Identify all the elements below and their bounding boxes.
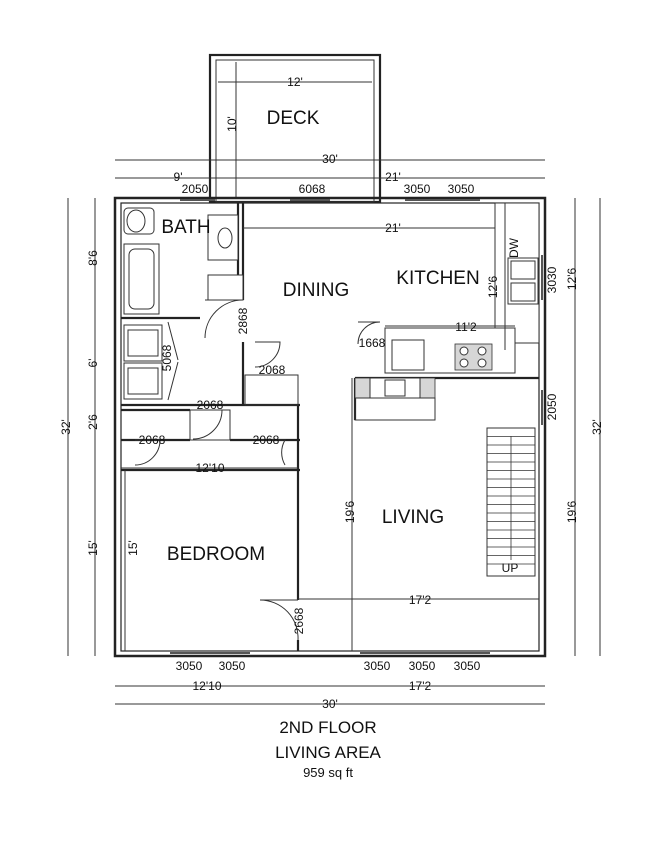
window-top-bath: 2050 [182,182,209,196]
window-top-2: 3050 [448,182,475,196]
room-label-deck: DECK [267,108,320,129]
kitchen-fixtures [354,202,540,421]
bedroom-door-swing [259,599,299,641]
stairs [486,427,536,577]
dim-dining-width: 21' [385,221,401,235]
bed-closet-door-swing [134,439,161,466]
dim-right-upper: 12'6 [565,268,579,291]
linen-cabinet [207,274,244,301]
dim-bottom-left: 12'10 [193,679,222,693]
dim-overall-top: 30' [322,152,338,166]
dim-deck-width: 12' [287,75,303,89]
deck [208,53,382,204]
dim-kitchen-depth: 12'6 [486,276,500,299]
exterior-walls [113,196,547,658]
bath-fixtures [123,207,244,315]
range-icon [454,343,493,371]
room-label-bedroom: BEDROOM [167,544,265,565]
window-kitchen-right: 3030 [545,266,559,293]
door-hall: 2068 [259,363,286,377]
window-top-1: 3050 [404,182,431,196]
hall-door-swing-2 [192,409,223,440]
room-label-living: LIVING [382,507,444,528]
window-bottom-2: 3050 [219,659,246,673]
dim-right-overall: 32' [590,419,604,435]
dimension-lines [67,159,601,705]
window-bottom-1: 3050 [176,659,203,673]
dim-left-bedroom: 15' [86,540,100,556]
dim-kitchen-counter: 11'2 [455,320,477,334]
dining-door-swing [204,299,244,339]
deck-railing [215,59,375,203]
kitchen-sink-icon [507,257,539,305]
plan-title: 2ND FLOOR [279,718,376,737]
room-label-kitchen: KITCHEN [396,268,479,289]
window-bottom-4: 3050 [409,659,436,673]
dim-left-laundry: 6' [86,359,100,368]
dim-left-hall: 2'6 [86,414,100,430]
door-bed-1: 2068 [139,433,166,447]
dim-deck-depth: 10' [225,116,239,132]
doors [134,299,381,641]
window-bottom-3: 3050 [364,659,391,673]
dryer-icon [123,362,163,400]
dim-overall-bottom: 30' [322,697,338,711]
windows [170,199,543,654]
stair-up-label: UP [502,561,519,575]
door-laundry: 5068 [160,344,174,371]
fridge-icon [391,339,425,371]
dim-bedroom-width: 12'10 [196,461,225,475]
door-top-slider: 6068 [299,182,326,196]
dim-top-left: 9' [174,170,183,184]
dim-bedroom-height: 15' [126,540,140,556]
bathtub-icon [123,243,160,315]
dim-bottom-right: 17'2 [409,679,432,693]
room-label-bath: BATH [161,217,210,238]
dim-right-lower: 19'6 [565,501,579,524]
door-pantry: 1668 [359,336,386,350]
window-living-right: 2050 [545,393,559,420]
dim-living-width: 17'2 [409,593,432,607]
plan-subtitle: LIVING AREA [275,743,381,762]
laundry-closet [123,321,179,401]
outer-wall [113,196,547,658]
washer-icon [123,324,163,362]
toilet-bowl-icon [126,209,146,233]
bed-door-swing [260,439,286,466]
door-bedroom: 2668 [292,607,306,634]
hall-door-swing [254,341,281,368]
door-dining: 2868 [236,307,250,334]
dim-left-bath: 8'6 [86,250,100,266]
pantry-door-swing [357,321,381,345]
dim-left-overall: 32' [59,419,73,435]
dim-top-right: 21' [385,170,401,184]
inner-wall [120,202,540,652]
plan-area: 959 sq ft [303,765,353,780]
dishwasher-label: DW [507,237,521,258]
door-hall-2: 2068 [197,398,224,412]
room-label-dining: DINING [283,280,350,301]
window-bottom-5: 3050 [454,659,481,673]
dim-living-height: 19'6 [343,501,357,524]
sink-icon [217,227,233,249]
door-bed-2: 2068 [253,433,280,447]
fireplace-icon [384,379,406,397]
